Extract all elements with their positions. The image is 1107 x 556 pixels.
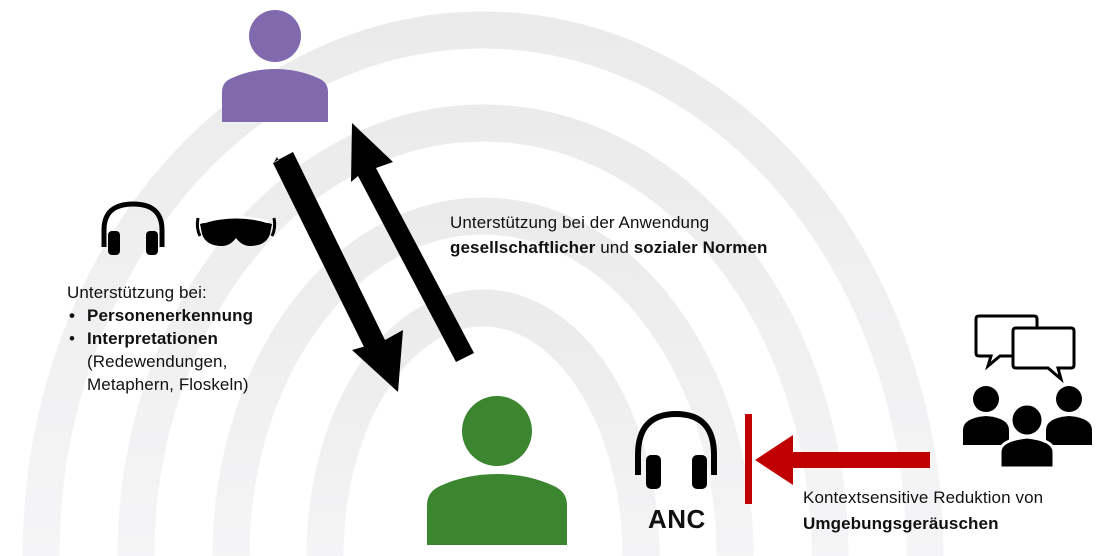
top-person-icon: [222, 10, 328, 122]
noise-reduction-text: Kontextsensitive Reduktion von Umgebungs…: [803, 485, 1043, 537]
anc-label: ANC: [648, 504, 706, 534]
arrow-up-icon: [351, 123, 474, 362]
ar-glasses-icon: [195, 215, 277, 246]
social-norms-line2: gesellschaftlicher und sozialer Normen: [450, 235, 768, 260]
social-norms-line1: Unterstützung bei der Anwendung: [450, 213, 710, 232]
list-item-interpretations-label: Interpretationen: [87, 329, 219, 348]
interpretations-detail-1: (Redewendungen,: [87, 352, 228, 371]
noise-reduction-line1: Kontextsensitive Reduktion von: [803, 488, 1044, 507]
social-norms-text: Unterstützung bei der Anwendung gesellsc…: [450, 210, 768, 260]
headphones-icon: [101, 201, 165, 255]
social-norms-plain: und: [600, 238, 629, 257]
list-item-interpretations: Interpretationen (Redewendungen, Metaphe…: [67, 327, 253, 396]
anc-headphones-icon: [635, 410, 717, 489]
blocked-arrow-icon: [745, 414, 930, 504]
arrow-down-shaft: [273, 154, 386, 353]
arc-3: [212, 197, 754, 556]
support-list: Personenerkennung Interpretationen (Rede…: [67, 304, 253, 396]
left-support-text: Unterstützung bei: Personenerkennung Int…: [67, 281, 253, 396]
left-heading: Unterstützung bei:: [67, 283, 207, 302]
center-person-icon: [427, 396, 567, 545]
group-speech-icon: [963, 314, 1092, 470]
social-norms-bold1: gesellschaftlicher: [450, 238, 596, 257]
interpretations-detail-2: Metaphern, Floskeln): [87, 375, 249, 394]
social-norms-bold2: sozialer Normen: [633, 238, 768, 257]
noise-reduction-line2: Umgebungsgeräuschen: [803, 514, 999, 533]
list-item-person-recognition: Personenerkennung: [67, 304, 253, 327]
arc-4: [306, 289, 660, 556]
